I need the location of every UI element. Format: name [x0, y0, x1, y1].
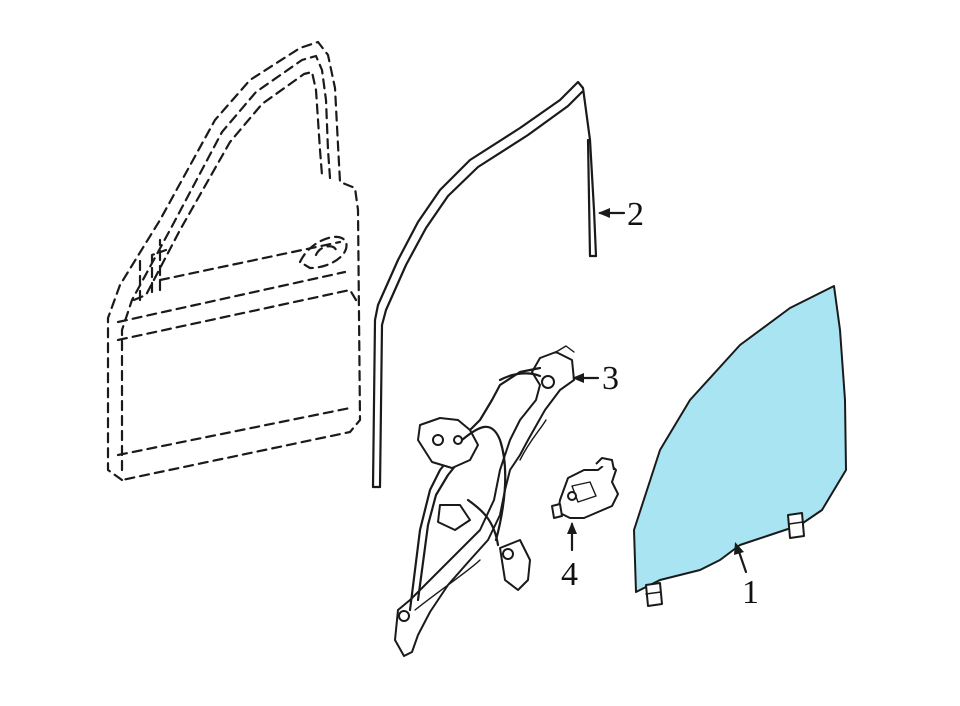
leader-lines [567, 208, 748, 574]
callout-1-label: 1 [742, 574, 759, 611]
door-glass-pane [633, 285, 847, 593]
callout-4-label: 4 [561, 556, 578, 593]
door-shell-outline [106, 40, 362, 482]
door-glass [633, 285, 847, 607]
leader-2 [598, 208, 626, 218]
leader-1 [734, 542, 748, 574]
leader-4 [567, 522, 577, 552]
callout-2-label: 2 [627, 196, 644, 233]
window-motor [551, 457, 619, 519]
window-regulator [394, 345, 575, 657]
callout-3-label: 3 [602, 360, 619, 397]
leader-3 [572, 373, 600, 383]
glass-mounting-tab-left [645, 582, 663, 607]
glass-mounting-tab-right [787, 512, 805, 539]
glass-run-channel [371, 80, 598, 489]
